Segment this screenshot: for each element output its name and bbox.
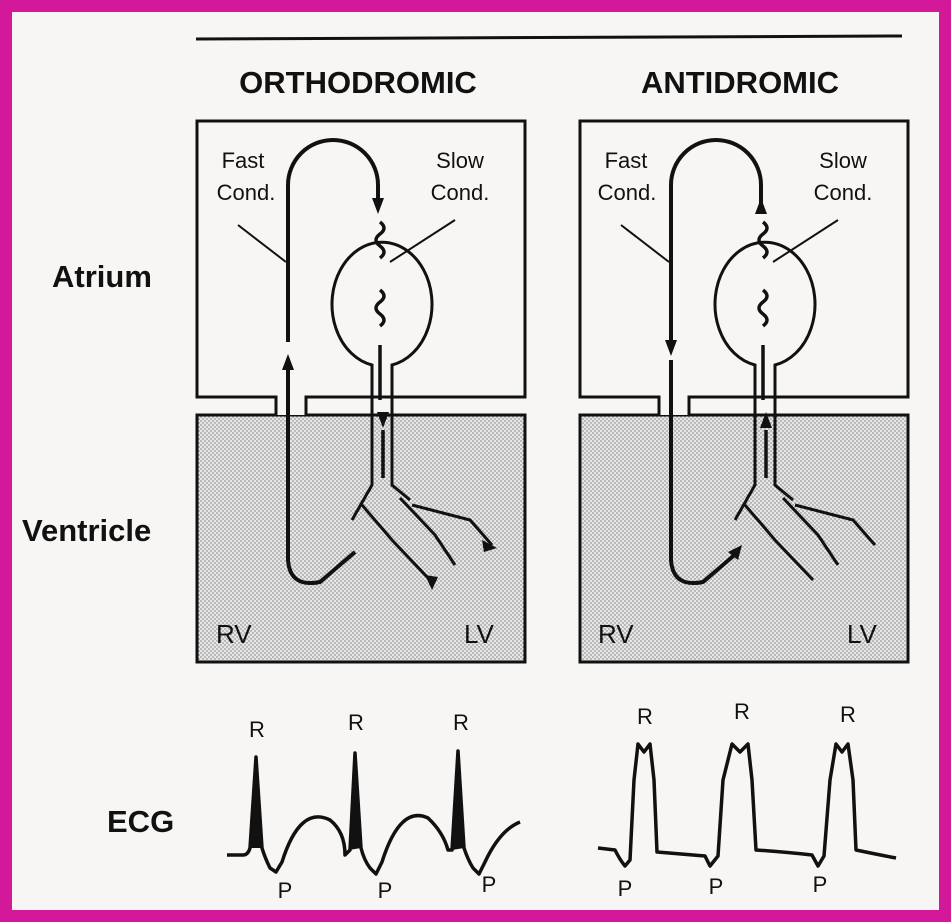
r-wave-label: R — [453, 710, 469, 735]
fast-label-line2: Cond. — [217, 180, 276, 205]
r-wave-label: R — [637, 704, 653, 729]
fast-label-line1: Fast — [222, 148, 265, 173]
orthodromic-ecg-trace — [227, 751, 520, 874]
fast-label-line2: Cond. — [598, 180, 657, 205]
antidromic-title: ANTIDROMIC — [641, 65, 839, 100]
ecg-label: ECG — [107, 804, 174, 839]
slow-label-line2: Cond. — [814, 180, 873, 205]
r-wave-label: R — [840, 702, 856, 727]
lv-label: LV — [464, 619, 495, 649]
fast-label-line1: Fast — [605, 148, 648, 173]
p-wave-label: P — [278, 878, 293, 903]
slow-label-line2: Cond. — [431, 180, 490, 205]
ventricle-label: Ventricle — [22, 513, 151, 548]
p-wave-label: P — [709, 874, 724, 899]
orthodromic-panel: Fast Cond. Slow Cond. RV LV — [197, 121, 525, 662]
p-wave-label: P — [618, 876, 633, 901]
p-wave-label: P — [482, 872, 497, 897]
rv-label: RV — [216, 619, 252, 649]
r-wave-label: R — [734, 699, 750, 724]
slow-label-line1: Slow — [819, 148, 867, 173]
atrium-label: Atrium — [52, 259, 152, 294]
lv-label: LV — [847, 619, 878, 649]
top-rule — [196, 36, 902, 39]
conduction-diagram: ORTHODROMIC ANTIDROMIC Atrium Ventricle … — [12, 12, 939, 910]
p-wave-label: P — [378, 878, 393, 903]
rv-label: RV — [598, 619, 634, 649]
slow-label-line1: Slow — [436, 148, 484, 173]
r-wave-label: R — [249, 717, 265, 742]
antidromic-ecg-trace — [598, 744, 896, 866]
antidromic-panel: Fast Cond. Slow Cond. RV LV — [580, 121, 908, 662]
figure-frame: ORTHODROMIC ANTIDROMIC Atrium Ventricle … — [12, 12, 939, 910]
p-wave-label: P — [813, 872, 828, 897]
r-wave-label: R — [348, 710, 364, 735]
orthodromic-title: ORTHODROMIC — [239, 65, 477, 100]
